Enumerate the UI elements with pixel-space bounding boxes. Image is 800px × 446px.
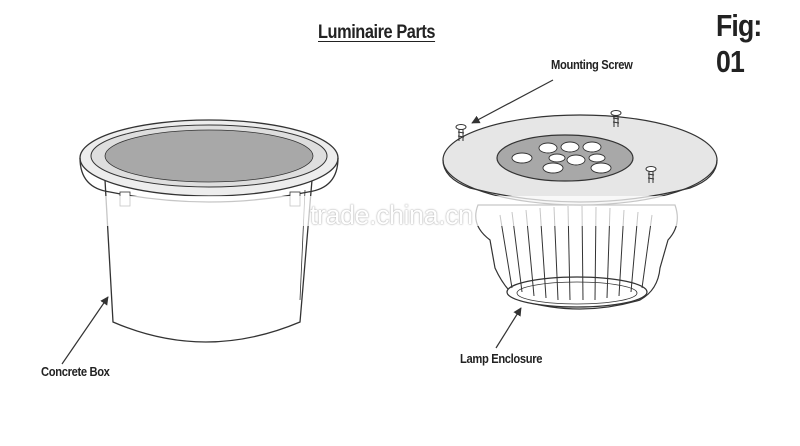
concrete-box bbox=[79, 119, 339, 343]
led-window bbox=[548, 153, 566, 163]
concrete-box-label: Concrete Box bbox=[41, 364, 110, 379]
lamp-enclosure-label: Lamp Enclosure bbox=[460, 351, 543, 366]
mounting-screw-front bbox=[645, 166, 657, 183]
led-windows bbox=[511, 141, 612, 174]
lamp-enclosure-base-ring-inner bbox=[516, 281, 638, 305]
mounting-screw-right bbox=[610, 110, 622, 127]
mounting-screw-label: Mounting Screw bbox=[551, 57, 633, 72]
watermark-text: trade.china.cn bbox=[310, 200, 473, 230]
led-window bbox=[542, 162, 564, 174]
mounting-screw-left bbox=[455, 124, 467, 141]
concrete-box-opening bbox=[104, 129, 314, 183]
led-window bbox=[511, 152, 533, 164]
watermark-band bbox=[0, 196, 800, 226]
led-window bbox=[538, 142, 558, 154]
led-window bbox=[590, 162, 612, 174]
callout-arrows bbox=[61, 79, 554, 365]
concrete-box-arrow bbox=[61, 296, 109, 365]
led-window bbox=[588, 153, 606, 163]
diagram-title: Luminaire Parts bbox=[318, 22, 436, 43]
led-window bbox=[582, 141, 602, 153]
figure-label: Fig: 01 bbox=[716, 8, 762, 79]
led-window bbox=[560, 141, 580, 153]
lamp-enclosure-arrow bbox=[495, 307, 522, 349]
lamp-enclosure-base-ring bbox=[506, 276, 648, 308]
mounting-screw-arrow bbox=[471, 79, 554, 124]
led-window bbox=[566, 154, 586, 166]
